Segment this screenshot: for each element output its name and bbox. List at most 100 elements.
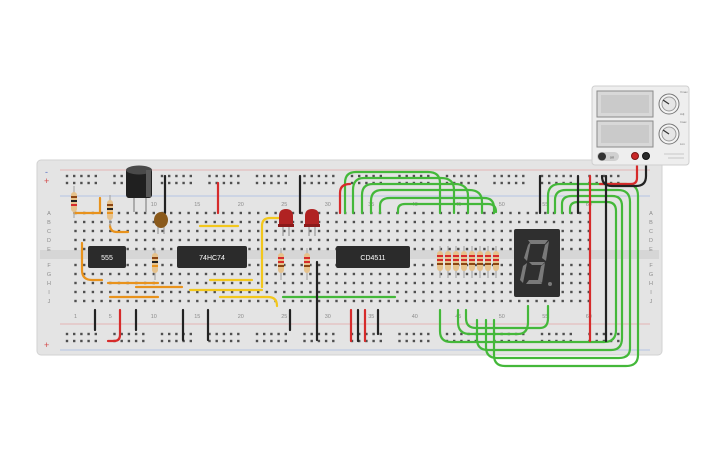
breadboard-hole[interactable] [317, 247, 321, 251]
breadboard-hole[interactable] [396, 299, 399, 303]
breadboard-hole[interactable] [117, 238, 121, 242]
breadboard-hole[interactable] [378, 238, 382, 242]
breadboard-hole[interactable] [213, 290, 216, 294]
breadboard-hole[interactable] [483, 238, 486, 242]
breadboard-hole[interactable] [222, 220, 225, 224]
resistor[interactable] [304, 248, 310, 280]
breadboard-hole[interactable] [248, 299, 251, 303]
breadboard-hole[interactable] [300, 299, 303, 303]
breadboard-hole[interactable] [283, 290, 286, 294]
breadboard-hole[interactable] [160, 339, 164, 343]
breadboard-hole[interactable] [587, 211, 590, 215]
breadboard-hole[interactable] [263, 339, 266, 343]
breadboard-hole[interactable] [196, 211, 199, 215]
breadboard-hole[interactable] [483, 211, 486, 215]
breadboard-hole[interactable] [257, 263, 260, 267]
breadboard-hole[interactable] [413, 263, 416, 267]
breadboard-hole[interactable] [412, 339, 416, 343]
breadboard-hole[interactable] [291, 281, 295, 285]
breadboard-hole[interactable] [175, 339, 178, 343]
breadboard-hole[interactable] [170, 220, 173, 224]
breadboard-hole[interactable] [324, 181, 328, 185]
breadboard-hole[interactable] [135, 220, 138, 224]
resistor[interactable] [493, 246, 499, 278]
breadboard-hole[interactable] [303, 332, 306, 336]
resistor[interactable] [278, 248, 284, 280]
breadboard-hole[interactable] [378, 220, 382, 224]
breadboard-hole[interactable] [87, 339, 90, 343]
breadboard-hole[interactable] [65, 174, 69, 178]
breadboard-hole[interactable] [555, 181, 558, 185]
breadboard-hole[interactable] [570, 272, 573, 276]
breadboard-hole[interactable] [182, 174, 185, 178]
breadboard-hole[interactable] [100, 290, 103, 294]
breadboard-hole[interactable] [465, 281, 469, 285]
breadboard-hole[interactable] [80, 174, 83, 178]
breadboard-hole[interactable] [196, 299, 199, 303]
breadboard-hole[interactable] [178, 220, 182, 224]
breadboard-hole[interactable] [100, 272, 103, 276]
breadboard-hole[interactable] [303, 339, 306, 343]
breadboard-hole[interactable] [248, 247, 251, 251]
breadboard-hole[interactable] [291, 299, 295, 303]
breadboard-hole[interactable] [587, 299, 590, 303]
breadboard-hole[interactable] [94, 174, 97, 178]
breadboard-hole[interactable] [215, 339, 218, 343]
breadboard-hole[interactable] [73, 174, 76, 178]
breadboard-hole[interactable] [143, 220, 147, 224]
breadboard-hole[interactable] [309, 247, 312, 251]
breadboard-hole[interactable] [396, 281, 399, 285]
breadboard-hole[interactable] [535, 211, 538, 215]
breadboard-hole[interactable] [474, 174, 477, 178]
breadboard-hole[interactable] [548, 181, 551, 185]
breadboard-hole[interactable] [491, 229, 495, 233]
breadboard-hole[interactable] [344, 220, 347, 224]
breadboard-hole[interactable] [283, 299, 286, 303]
breadboard-hole[interactable] [413, 272, 416, 276]
breadboard-hole[interactable] [265, 238, 269, 242]
breadboard-hole[interactable] [526, 299, 530, 303]
breadboard-hole[interactable] [222, 281, 225, 285]
breadboard-hole[interactable] [561, 247, 564, 251]
breadboard-hole[interactable] [178, 272, 182, 276]
breadboard-hole[interactable] [352, 272, 356, 276]
breadboard-hole[interactable] [561, 272, 564, 276]
breadboard-hole[interactable] [365, 339, 368, 343]
breadboard-hole[interactable] [552, 299, 556, 303]
breadboard-hole[interactable] [317, 263, 321, 267]
breadboard-hole[interactable] [379, 339, 382, 343]
breadboard-hole[interactable] [109, 229, 112, 233]
breadboard-hole[interactable] [465, 290, 469, 294]
breadboard-hole[interactable] [248, 211, 251, 215]
breadboard-hole[interactable] [570, 290, 573, 294]
breadboard-hole[interactable] [570, 281, 573, 285]
breadboard-hole[interactable] [143, 238, 147, 242]
breadboard-hole[interactable] [109, 238, 112, 242]
breadboard-hole[interactable] [457, 247, 460, 251]
breadboard-hole[interactable] [317, 339, 321, 343]
breadboard-hole[interactable] [255, 174, 259, 178]
breadboard-hole[interactable] [457, 220, 460, 224]
breadboard-hole[interactable] [291, 211, 295, 215]
breadboard-hole[interactable] [83, 220, 86, 224]
breadboard-hole[interactable] [134, 332, 138, 336]
breadboard-hole[interactable] [230, 299, 234, 303]
breadboard-hole[interactable] [257, 238, 260, 242]
breadboard-hole[interactable] [91, 290, 95, 294]
breadboard-hole[interactable] [491, 238, 495, 242]
breadboard-hole[interactable] [570, 211, 573, 215]
breadboard-hole[interactable] [300, 272, 303, 276]
breadboard-hole[interactable] [109, 299, 112, 303]
breadboard-hole[interactable] [230, 220, 234, 224]
breadboard-hole[interactable] [445, 332, 449, 336]
breadboard-hole[interactable] [239, 211, 242, 215]
breadboard-hole[interactable] [284, 174, 287, 178]
breadboard-hole[interactable] [483, 247, 486, 251]
breadboard-hole[interactable] [135, 229, 138, 233]
breadboard-hole[interactable] [229, 174, 233, 178]
breadboard-hole[interactable] [187, 229, 190, 233]
breadboard-hole[interactable] [405, 332, 408, 336]
breadboard-hole[interactable] [562, 174, 565, 178]
breadboard-hole[interactable] [213, 238, 216, 242]
breadboard-hole[interactable] [127, 332, 131, 336]
